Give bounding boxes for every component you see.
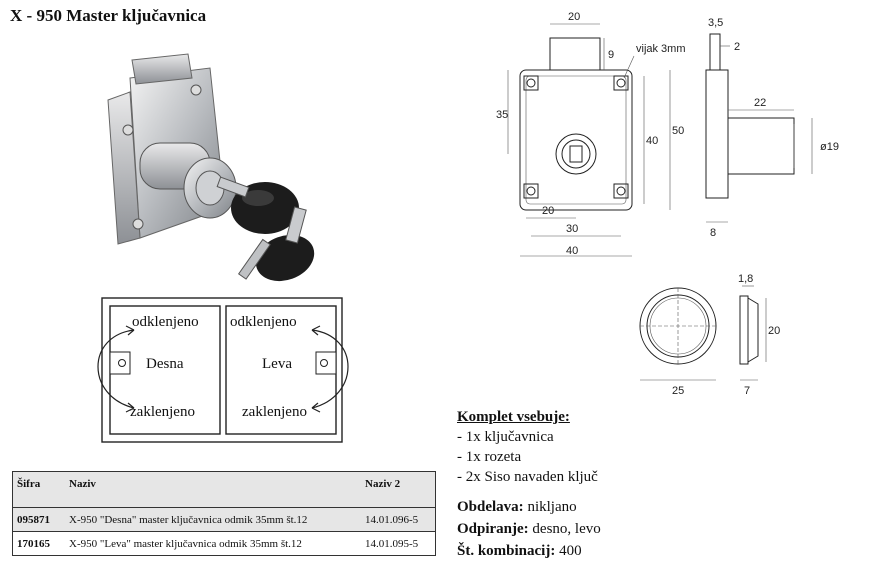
property-finish: Obdelava: nikljano [457,499,577,515]
kit-contents: Komplet vsebuje: - 1x ključavnica - 1x r… [457,407,598,487]
front-view-drawing: 20 9 vijak 3mm 35 40 50 20 30 40 [496,11,686,257]
dim-1-8: 1,8 [738,273,753,285]
row-name: X-950 "Desna" master ključavnica odmik 3… [69,513,308,526]
dim-40-vertical: 40 [646,135,658,147]
row-code: 095871 [17,513,50,526]
side-view-drawing: 3,5 2 22 ø19 8 [705,17,839,239]
row-code: 170165 [17,537,50,550]
table-row: 095871 X-950 "Desna" master ključavnica … [12,507,436,532]
desna-arc [97,329,135,409]
dim-22: 22 [754,97,766,109]
dim-20-bottom: 20 [542,205,554,217]
leva-label: Leva [262,356,292,372]
kit-heading: Komplet vsebuje: [457,409,570,425]
row-name2: 14.01.095-5 [365,537,419,550]
screw-note: vijak 3mm [636,43,686,55]
dim-20-rosette: 20 [768,325,780,337]
dim-40-horizontal: 40 [566,245,578,257]
leva-arc [311,329,349,409]
kit-item: - 2x Siso navaden ključ [457,469,598,485]
row-name: X-950 "Leva" master ključavnica odmik 35… [69,537,302,550]
kit-item: - 1x ključavnica [457,429,554,445]
parts-table: Šifra Naziv Naziv 2 095871 X-950 "Desna"… [12,471,436,556]
dim-diameter-19: ø19 [820,141,839,153]
header-code: Šifra [17,478,41,490]
rosette-front-drawing: 25 [639,287,717,397]
row-name2: 14.01.096-5 [365,513,419,526]
dim-30: 30 [566,223,578,235]
dim-8: 8 [710,227,716,239]
dim-7: 7 [744,385,750,396]
dim-50: 50 [672,125,684,137]
leva-unlocked-label: odklenjeno [230,314,297,330]
dim-2: 2 [734,41,740,53]
table-header-row: Šifra Naziv Naziv 2 [12,471,436,508]
dim-3-5: 3,5 [708,17,723,29]
dim-35: 35 [496,109,508,121]
property-opening: Odpiranje: desno, levo [457,521,601,537]
table-row: 170165 X-950 "Leva" master ključavnica o… [12,532,436,556]
dim-9: 9 [608,49,614,61]
header-name: Naziv [69,478,96,490]
direction-diagram: odklenjeno Desna zaklenjeno odklenjeno L… [97,297,349,443]
desna-label: Desna [146,356,184,372]
leva-locked-label: zaklenjeno [242,404,307,420]
desna-locked-label: zaklenjeno [130,404,195,420]
kit-item: - 1x rozeta [457,449,522,465]
property-combinations: Št. kombinacij: 400 [457,543,582,559]
header-name2: Naziv 2 [365,478,401,490]
product-photo [107,53,315,282]
properties-list: Obdelava: nikljano Odpiranje: desno, lev… [457,496,601,562]
dim-top-20: 20 [568,11,580,23]
page-title: X - 950 Master ključavnica [10,6,207,25]
desna-unlocked-label: odklenjeno [132,314,199,330]
rosette-side-drawing: 1,8 20 7 [738,273,780,396]
dim-25: 25 [672,385,684,397]
